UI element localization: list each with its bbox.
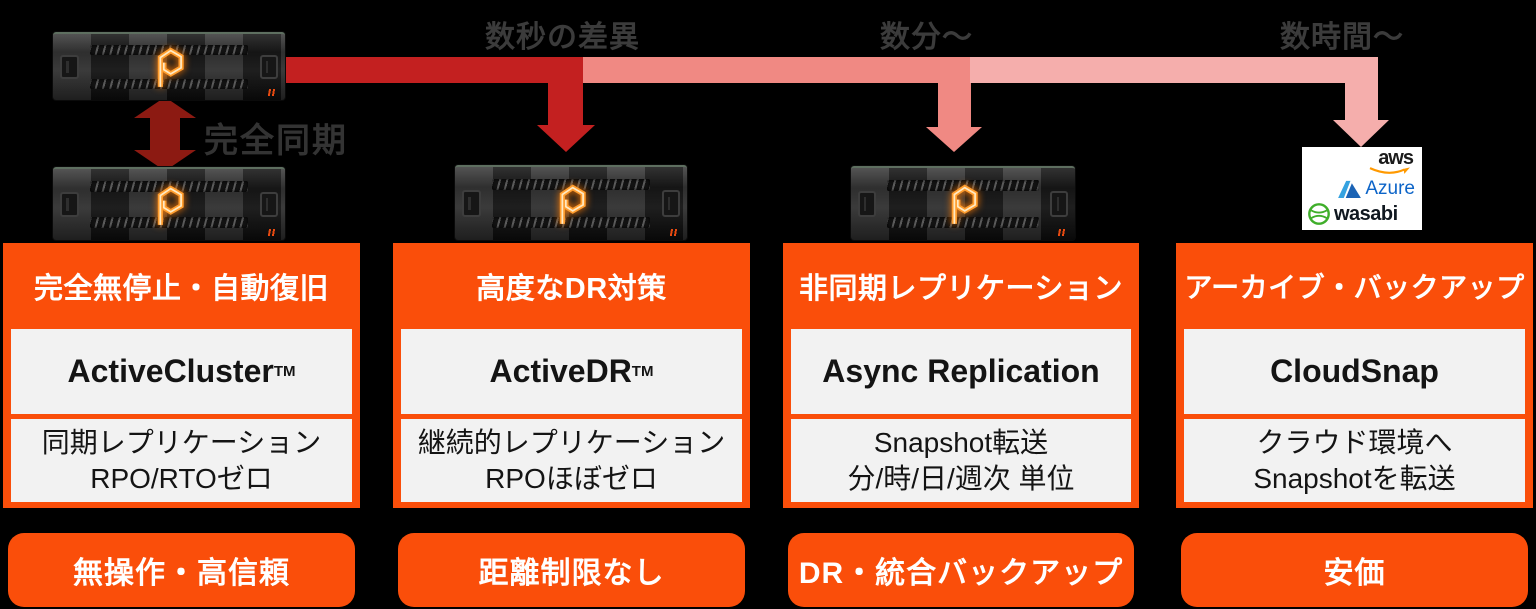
azure-logo-text: Azure bbox=[1365, 178, 1415, 200]
card-header: 非同期レプリケーション bbox=[799, 273, 1123, 305]
array-latch bbox=[661, 190, 681, 217]
product-text: ActiveDR bbox=[489, 353, 632, 389]
array-slat bbox=[492, 179, 650, 191]
array-latch bbox=[461, 190, 481, 217]
card-header: 完全無停止・自動復旧 bbox=[33, 273, 329, 305]
card-description: 継続的レプリケーション RPOほぼゼロ bbox=[401, 419, 742, 502]
array-latch bbox=[59, 191, 79, 218]
card-product-name: CloudSnap bbox=[1184, 329, 1525, 414]
azure-triangle-icon bbox=[1338, 181, 1362, 199]
desc-line: Snapshotを転送 bbox=[1253, 462, 1456, 494]
down-arrow-salmon-shaft bbox=[938, 83, 971, 127]
flasharray-sync-replica bbox=[53, 167, 285, 240]
card-header: 高度なDR対策 bbox=[476, 273, 667, 305]
down-arrow-red-head bbox=[537, 125, 595, 152]
card-description: Snapshot転送 分/時/日/週次 単位 bbox=[791, 419, 1131, 502]
flasharray-async-replica bbox=[851, 166, 1075, 240]
flasharray-badge-icon bbox=[267, 228, 280, 236]
timeline-bar-red bbox=[285, 57, 583, 83]
array-slat bbox=[492, 216, 650, 228]
aws-swoosh-icon bbox=[1369, 167, 1410, 174]
pure-storage-logo-icon bbox=[951, 184, 978, 224]
down-arrow-salmon-head bbox=[926, 127, 982, 152]
benefit-activecluster: 無操作・高信頼 bbox=[8, 533, 355, 607]
sync-arrow-down-head bbox=[134, 150, 196, 171]
desc-line: 同期レプリケーション bbox=[41, 426, 322, 458]
flasharray-badge-icon bbox=[669, 228, 682, 236]
array-slat bbox=[90, 217, 248, 228]
pure-storage-logo-icon bbox=[157, 47, 184, 87]
timeline-label-seconds: 数秒の差異 bbox=[485, 21, 640, 54]
benefit-activedr: 距離制限なし bbox=[398, 533, 745, 607]
card-description: 同期レプリケーション RPO/RTOゼロ bbox=[11, 419, 352, 502]
desc-line: Snapshot転送 bbox=[873, 426, 1049, 458]
cloud-providers-box: aws Azure wasabi bbox=[1302, 147, 1422, 230]
pure-storage-logo-icon bbox=[559, 184, 586, 224]
timeline-label-hours: 数時間～ bbox=[1280, 21, 1404, 54]
wasabi-logo-text: wasabi bbox=[1334, 202, 1398, 225]
desc-line: RPO/RTOゼロ bbox=[90, 462, 273, 494]
card-async-replication: 非同期レプリケーション Async Replication Snapshot転送… bbox=[783, 243, 1139, 508]
flasharray-primary bbox=[53, 32, 285, 100]
wasabi-circle-icon bbox=[1308, 203, 1330, 226]
flasharray-badge-icon bbox=[267, 89, 280, 97]
down-arrow-red-shaft bbox=[548, 83, 583, 125]
product-text: CloudSnap bbox=[1270, 353, 1439, 389]
array-slat bbox=[886, 216, 1040, 228]
benefit-cloudsnap: 安価 bbox=[1181, 533, 1528, 607]
product-text: ActiveCluster bbox=[67, 353, 274, 389]
timeline-label-minutes: 数分～ bbox=[880, 21, 973, 54]
card-header: アーカイブ・バックアップ bbox=[1184, 272, 1525, 303]
desc-line: 継続的レプリケーション bbox=[417, 426, 726, 458]
array-latch bbox=[1050, 191, 1069, 217]
sync-arrow-shaft bbox=[150, 117, 180, 151]
desc-line: 分/時/日/週次 単位 bbox=[847, 462, 1075, 494]
array-slat bbox=[90, 78, 248, 89]
card-cloudsnap: アーカイブ・バックアップ CloudSnap クラウド環境へ Snapshotを… bbox=[1176, 243, 1533, 508]
array-latch bbox=[259, 55, 279, 79]
array-latch bbox=[259, 191, 279, 218]
aws-logo-text: aws bbox=[1378, 147, 1414, 169]
timeline-bar-pink bbox=[970, 57, 1378, 83]
desc-line: RPOほぼゼロ bbox=[485, 462, 658, 494]
card-product-name: Async Replication bbox=[791, 329, 1131, 414]
aws-logo: aws bbox=[1307, 147, 1417, 176]
timeline-bar-salmon bbox=[583, 57, 970, 83]
down-arrow-pink-shaft bbox=[1345, 83, 1378, 120]
azure-logo: Azure bbox=[1307, 176, 1417, 202]
product-text: Async Replication bbox=[822, 353, 1100, 389]
wasabi-logo: wasabi bbox=[1307, 202, 1417, 228]
card-description: クラウド環境へ Snapshotを転送 bbox=[1184, 419, 1525, 502]
desc-line: クラウド環境へ bbox=[1256, 426, 1453, 458]
sync-label: 完全同期 bbox=[204, 122, 348, 160]
pure-storage-logo-icon bbox=[157, 185, 184, 225]
sync-arrow-up-head bbox=[134, 97, 196, 118]
flasharray-activedr-replica bbox=[455, 165, 687, 240]
array-latch bbox=[857, 191, 876, 217]
array-latch bbox=[59, 55, 79, 79]
benefit-async-replication: DR・統合バックアップ bbox=[788, 533, 1134, 607]
flasharray-badge-icon bbox=[1057, 228, 1070, 236]
down-arrow-pink-head bbox=[1333, 120, 1389, 147]
